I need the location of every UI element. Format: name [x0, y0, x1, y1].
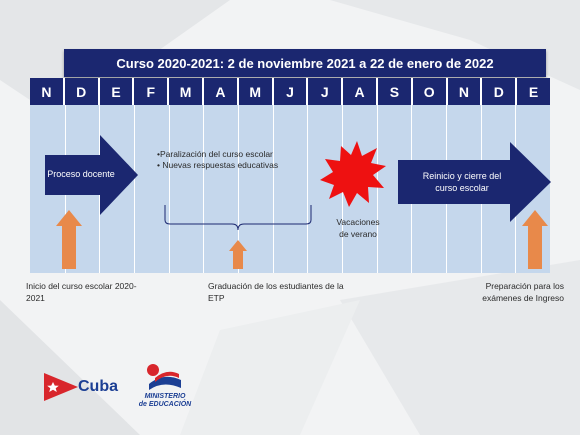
- month-cell: M: [169, 78, 202, 105]
- ministerio-book-icon: [147, 364, 181, 390]
- month-cell: E: [517, 78, 550, 105]
- bullet-paralizacion: •Paralización del curso escolar: [157, 149, 273, 159]
- reinicio-arrow: [398, 142, 551, 222]
- month-header-row: N D E F M A M J J A S O N D E: [30, 78, 550, 105]
- month-divider: [307, 105, 309, 273]
- month-cell: D: [64, 78, 98, 105]
- orange-up-arrow-left: [56, 210, 82, 269]
- ministerio-line1: MINISTERIO: [144, 393, 186, 400]
- month-divider: [168, 105, 170, 273]
- month-cell: F: [134, 78, 168, 105]
- preparacion-line1: Preparación para los: [485, 281, 564, 291]
- cuba-flag-icon: [44, 373, 78, 401]
- inicio-line1: Inicio del curso escolar 2020-: [26, 281, 137, 291]
- month-cell: N: [30, 78, 63, 105]
- ministerio-line2: de EDUCACIÓN: [138, 401, 192, 408]
- month-cell: A: [343, 78, 376, 105]
- month-cell: E: [99, 78, 133, 105]
- month-divider: [134, 105, 135, 273]
- proceso-docente-arrow: [45, 135, 138, 215]
- month-divider: [238, 105, 239, 273]
- vacaciones-line1: Vacaciones: [336, 217, 380, 227]
- month-cell: J: [273, 78, 307, 105]
- graduacion-line2: ETP: [208, 293, 225, 303]
- month-cell: N: [447, 78, 481, 105]
- reinicio-label: Reinicio y cierre del curso escolar: [422, 171, 502, 193]
- vacaciones-line2: de verano: [339, 229, 377, 239]
- month-divider: [272, 105, 274, 273]
- preparacion-line2: exámenes de Ingreso: [482, 293, 564, 303]
- month-cell: D: [482, 78, 516, 105]
- orange-up-arrow-center: [229, 240, 247, 269]
- bullet-nuevas-respuestas: • Nuevas respuestas educativas: [157, 160, 279, 170]
- month-divider: [203, 105, 205, 273]
- orange-up-arrow-right: [522, 210, 548, 269]
- month-cell: J: [308, 78, 342, 105]
- course-title-banner: Curso 2020-2021: 2 de noviembre 2021 a 2…: [64, 49, 546, 77]
- month-cell: M: [238, 78, 272, 105]
- month-cell: O: [412, 78, 446, 105]
- course-title: Curso 2020-2021: 2 de noviembre 2021 a 2…: [116, 55, 494, 71]
- month-cell: A: [203, 78, 237, 105]
- cuba-logo-text: Cuba: [78, 378, 118, 395]
- burst-shape: [320, 141, 386, 207]
- inicio-line2: 2021: [26, 293, 45, 303]
- month-divider: [376, 105, 378, 273]
- proceso-docente-label: Proceso docente: [47, 169, 115, 179]
- graduacion-brace: [164, 205, 312, 231]
- graduacion-line1: Graduación de los estudiantes de la: [208, 281, 344, 291]
- month-cell: S: [377, 78, 411, 105]
